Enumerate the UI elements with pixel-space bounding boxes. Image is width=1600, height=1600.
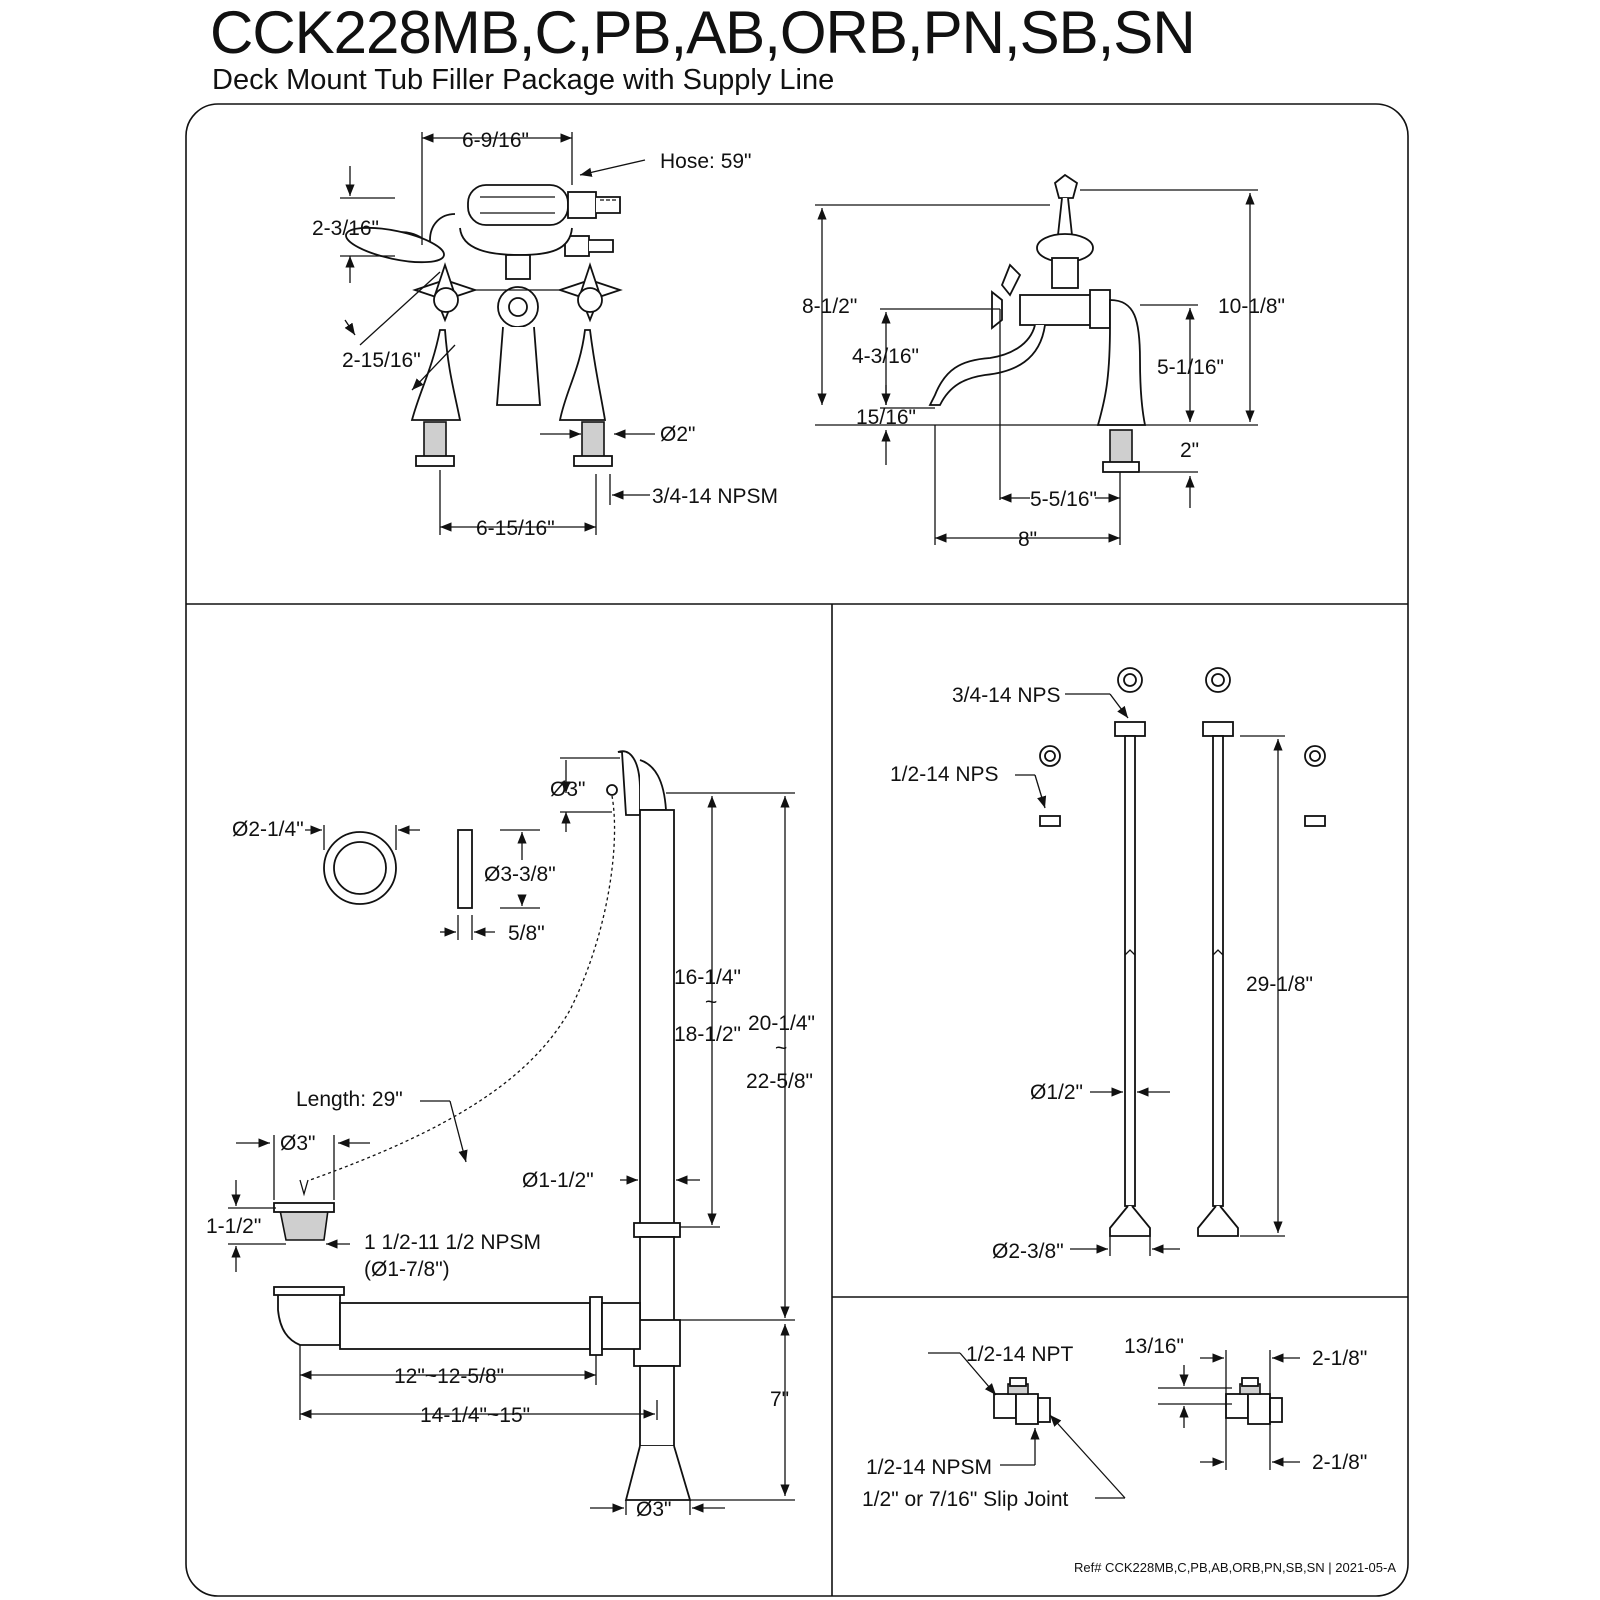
dim-body-height: 5-1/16"	[1157, 356, 1224, 379]
dim-centers: 6-15/16"	[476, 517, 555, 540]
page-subtitle: Deck Mount Tub Filler Package with Suppl…	[212, 64, 835, 96]
dim-inlet: 1/2-14 NPT	[966, 1343, 1074, 1366]
dim-horiz-a: 12"~12-5/8"	[394, 1365, 504, 1388]
panel-frame	[185, 103, 1409, 1597]
dim-total-len-b: 22-5/8"	[746, 1070, 813, 1093]
dim-flange-dia: Ø2-1/4"	[232, 818, 304, 841]
dim-shower-head: 2-3/16"	[312, 217, 379, 240]
dim-plate-dia: Ø3-3/8"	[484, 863, 556, 886]
dim-overflow-dia: Ø3"	[550, 778, 585, 801]
dim-tail-dia: Ø3"	[636, 1498, 671, 1521]
faucet-front-view: 6-9/16" Hose: 59" 2-3/16" 2-15/16" Ø2" 3…	[312, 129, 778, 540]
dim-length: 29-1/8"	[1246, 973, 1313, 996]
dim-outlet: 1/2-14 NPSM	[866, 1456, 992, 1479]
dim-width-top: 6-9/16"	[462, 129, 529, 152]
dim-spout-height: 4-3/16"	[852, 345, 919, 368]
dim-plate-thk: 5/8"	[508, 922, 545, 945]
dim-nut-thread: 1/2-14 NPS	[890, 763, 999, 786]
dim-total-len-a: 20-1/4"	[748, 1012, 815, 1035]
dim-tail-len: 7"	[770, 1388, 789, 1411]
dim-thread: 3/4-14 NPSM	[652, 485, 778, 508]
dim-top-thread: 3/4-14 NPS	[952, 684, 1061, 707]
dim-spout-clearance: 15/16"	[856, 406, 916, 429]
dim-overflow-len-b: 18-1/2"	[674, 1023, 741, 1046]
dim-base-dia: Ø2-3/8"	[992, 1240, 1064, 1263]
dim-stopper-dia: Ø3"	[280, 1132, 315, 1155]
dim-shank-length: 2"	[1180, 439, 1199, 462]
faucet-side-view: 8-1/2" 10-1/8" 4-3/16" 5-1/16" 15/16" 2"…	[802, 173, 1285, 551]
model-title: CCK228MB,C,PB,AB,ORB,PN,SB,SN	[210, 0, 1196, 66]
drain-assembly: Ø3" Ø2-1/4" Ø3-3/8" 5/8" 16-1/4" ~ 18-1/…	[206, 750, 815, 1521]
dim-top: 2-1/8"	[1312, 1347, 1367, 1370]
dim-total-height: 10-1/8"	[1218, 295, 1285, 318]
dim-spout-offset: 5-5/16"	[1030, 488, 1097, 511]
dim-hose: Hose: 59"	[660, 150, 752, 173]
dim-pipe-dia: Ø1-1/2"	[522, 1169, 594, 1192]
dim-bottom: 2-1/8"	[1312, 1451, 1367, 1474]
reference-footer: Ref# CCK228MB,C,PB,AB,ORB,PN,SB,SN | 202…	[1073, 1560, 1396, 1575]
supply-lines: 3/4-14 NPS 1/2-14 NPS 29-1/8" Ø1/2" Ø2-3…	[890, 667, 1326, 1263]
dim-overflow-len-sep: ~	[705, 991, 717, 1014]
dim-overflow-len-a: 16-1/4"	[674, 966, 741, 989]
dim-total-len-sep: ~	[775, 1037, 787, 1060]
dim-chain-length: Length: 29"	[296, 1088, 403, 1111]
dim-drain-height: 1-1/2"	[206, 1215, 261, 1238]
shutoff-valve: 1/2-14 NPT 1/2-14 NPSM 1/2" or 7/16" Sli…	[862, 1335, 1367, 1511]
dim-shank-dia: Ø2"	[660, 423, 695, 446]
dim-offset: 13/16"	[1124, 1335, 1184, 1358]
dim-drain-thread-dia: (Ø1-7/8")	[364, 1258, 450, 1281]
dim-height-8: 8-1/2"	[802, 295, 857, 318]
dim-slip: 1/2" or 7/16" Slip Joint	[862, 1488, 1069, 1511]
dim-handle: 2-15/16"	[342, 349, 421, 372]
dim-horiz-b: 14-1/4"~15"	[420, 1404, 530, 1427]
dim-pipe-dia: Ø1/2"	[1030, 1081, 1083, 1104]
dim-drain-thread: 1 1/2-11 1/2 NPSM	[364, 1231, 541, 1254]
dim-spout-reach: 8"	[1018, 528, 1037, 551]
